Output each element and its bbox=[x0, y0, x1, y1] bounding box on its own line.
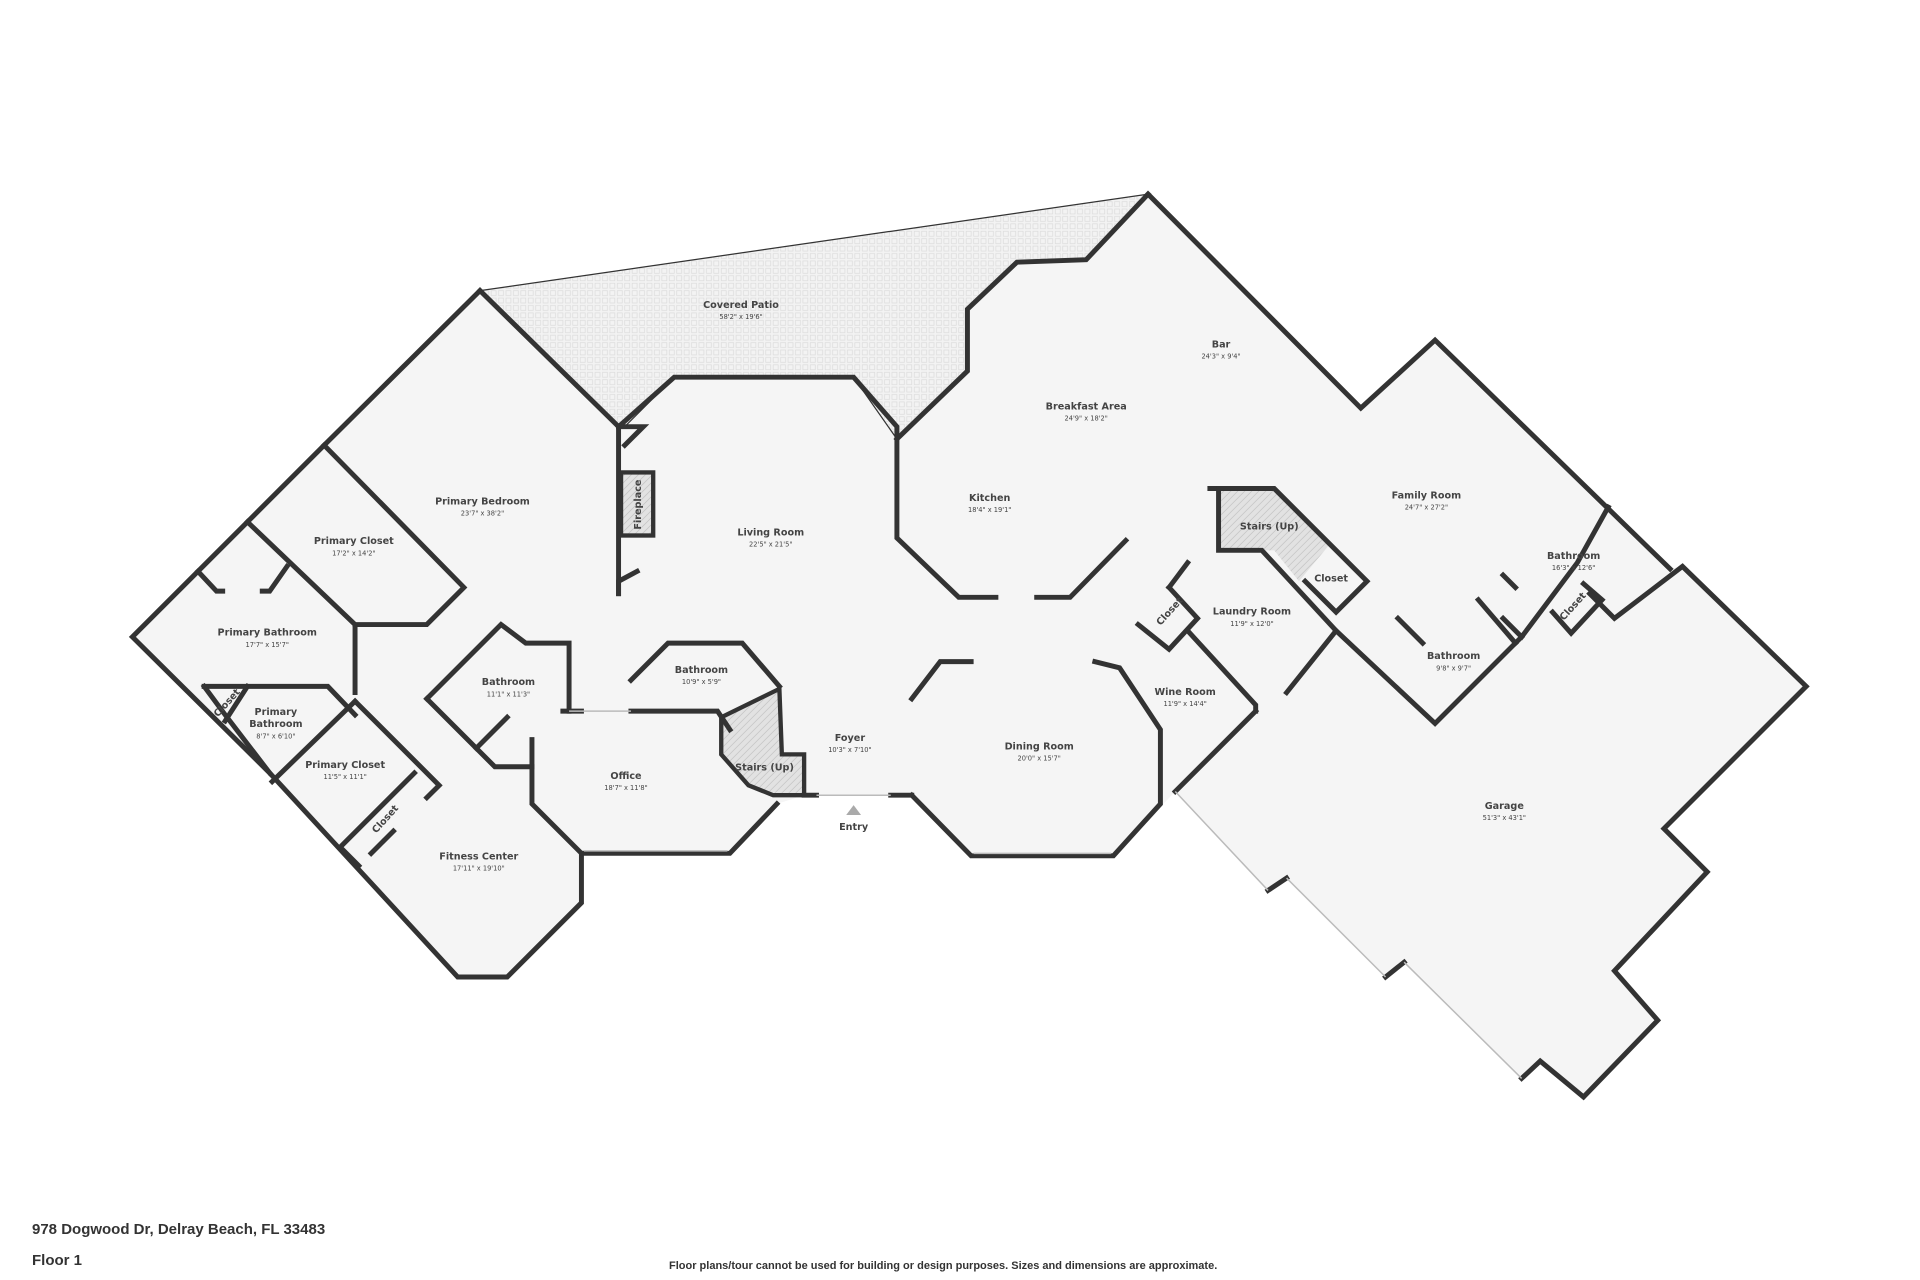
svg-text:Primary Bathroom: Primary Bathroom bbox=[218, 628, 317, 639]
room-living-room[interactable]: Living Room 22'5" x 21'5" bbox=[737, 527, 804, 548]
svg-text:Foyer: Foyer bbox=[835, 733, 866, 744]
svg-text:23'7" x 38'2": 23'7" x 38'2" bbox=[461, 510, 504, 518]
svg-text:Fitness Center: Fitness Center bbox=[439, 852, 518, 863]
svg-text:Bathroom: Bathroom bbox=[249, 719, 302, 730]
fireplace-label: Fireplace bbox=[633, 479, 644, 530]
svg-text:Bathroom: Bathroom bbox=[675, 665, 728, 676]
room-foyer[interactable]: Foyer 10'3" x 7'10" bbox=[828, 733, 871, 754]
svg-text:24'9" x 18'2": 24'9" x 18'2" bbox=[1064, 414, 1107, 422]
room-stairs-up-foyer[interactable]: Stairs (Up) bbox=[735, 762, 794, 773]
room-bathroom-east[interactable]: Bathroom 16'3" x 12'6" bbox=[1547, 551, 1600, 572]
svg-text:Family Room: Family Room bbox=[1392, 490, 1461, 501]
svg-text:17'11" x 19'10": 17'11" x 19'10" bbox=[453, 865, 505, 873]
svg-text:Laundry Room: Laundry Room bbox=[1213, 607, 1291, 618]
walls bbox=[128, 190, 1810, 1101]
svg-text:Kitchen: Kitchen bbox=[969, 493, 1010, 504]
svg-text:11'9" x 14'4": 11'9" x 14'4" bbox=[1163, 700, 1206, 708]
svg-text:Closet: Closet bbox=[1314, 573, 1348, 584]
svg-text:Bathroom: Bathroom bbox=[482, 677, 535, 688]
svg-text:Bathroom: Bathroom bbox=[1427, 651, 1480, 662]
room-primary-closet-small[interactable]: Primary Closet 11'5" x 11'1" bbox=[305, 760, 385, 781]
svg-text:9'8" x 9'7": 9'8" x 9'7" bbox=[1436, 664, 1471, 672]
svg-text:18'4" x 19'1": 18'4" x 19'1" bbox=[968, 506, 1011, 514]
windows bbox=[569, 710, 1523, 1079]
svg-text:10'9" x 5'9": 10'9" x 5'9" bbox=[682, 678, 721, 686]
svg-text:22'5" x 21'5": 22'5" x 21'5" bbox=[749, 541, 792, 549]
stairs-family bbox=[1218, 488, 1330, 582]
address: 978 Dogwood Dr, Delray Beach, FL 33483 bbox=[32, 1221, 326, 1238]
room-bathroom-garage[interactable]: Bathroom 9'8" x 9'7" bbox=[1427, 651, 1480, 672]
room-laundry-room[interactable]: Laundry Room 11'9" x 12'0" bbox=[1213, 607, 1291, 628]
svg-text:Primary: Primary bbox=[255, 707, 298, 718]
svg-text:Covered Patio: Covered Patio bbox=[703, 300, 779, 311]
svg-text:58'2" x 19'6": 58'2" x 19'6" bbox=[719, 313, 762, 321]
svg-text:Primary Bedroom: Primary Bedroom bbox=[435, 497, 530, 508]
svg-text:Primary Closet: Primary Closet bbox=[305, 760, 385, 771]
room-family-room[interactable]: Family Room 24'7" x 27'2" bbox=[1392, 490, 1461, 511]
room-breakfast-area[interactable]: Breakfast Area 24'9" x 18'2" bbox=[1046, 401, 1127, 422]
svg-text:24'7" x 27'2": 24'7" x 27'2" bbox=[1405, 504, 1448, 512]
room-bathroom-hall[interactable]: Bathroom 11'1" x 11'3" bbox=[482, 677, 535, 698]
entry-arrow-icon bbox=[846, 805, 862, 815]
svg-text:51'3" x 43'1": 51'3" x 43'1" bbox=[1483, 814, 1526, 822]
svg-text:Wine Room: Wine Room bbox=[1154, 687, 1215, 698]
room-garage[interactable]: Garage 51'3" x 43'1" bbox=[1483, 801, 1526, 822]
room-stairs-up-family[interactable]: Stairs (Up) bbox=[1240, 521, 1299, 532]
room-primary-closet[interactable]: Primary Closet 17'2" x 14'2" bbox=[314, 536, 394, 557]
svg-text:Garage: Garage bbox=[1485, 801, 1525, 812]
room-primary-bathroom[interactable]: Primary Bathroom 17'7" x 15'7" bbox=[218, 628, 317, 649]
svg-text:Bathroom: Bathroom bbox=[1547, 551, 1600, 562]
room-bathroom-foyer[interactable]: Bathroom 10'9" x 5'9" bbox=[675, 665, 728, 686]
svg-text:Stairs (Up): Stairs (Up) bbox=[735, 762, 794, 773]
room-bar[interactable]: Bar 24'3" x 9'4" bbox=[1201, 340, 1240, 361]
fireplace bbox=[618, 470, 656, 538]
svg-text:Office: Office bbox=[610, 771, 642, 782]
room-kitchen[interactable]: Kitchen 18'4" x 19'1" bbox=[968, 493, 1011, 514]
svg-text:Living Room: Living Room bbox=[737, 527, 804, 538]
floor-label: Floor 1 bbox=[32, 1252, 83, 1269]
svg-text:18'7" x 11'8": 18'7" x 11'8" bbox=[604, 784, 647, 792]
svg-text:Stairs (Up): Stairs (Up) bbox=[1240, 521, 1299, 532]
room-fitness-center[interactable]: Fitness Center 17'11" x 19'10" bbox=[439, 852, 518, 873]
room-wine-room[interactable]: Wine Room 11'9" x 14'4" bbox=[1154, 687, 1215, 708]
svg-text:11'1" x 11'3": 11'1" x 11'3" bbox=[487, 690, 530, 698]
svg-text:Bar: Bar bbox=[1212, 340, 1231, 351]
svg-text:Fireplace: Fireplace bbox=[633, 479, 644, 530]
svg-text:Primary Closet: Primary Closet bbox=[314, 536, 394, 547]
svg-text:Dining Room: Dining Room bbox=[1005, 741, 1074, 752]
svg-text:20'0" x 15'7": 20'0" x 15'7" bbox=[1017, 755, 1060, 763]
svg-text:8'7" x 6'10": 8'7" x 6'10" bbox=[256, 732, 295, 740]
svg-text:17'7" x 15'7": 17'7" x 15'7" bbox=[246, 641, 289, 649]
room-dining-room[interactable]: Dining Room 20'0" x 15'7" bbox=[1005, 741, 1074, 762]
svg-text:16'3" x 12'6": 16'3" x 12'6" bbox=[1552, 564, 1595, 572]
floor-fill bbox=[132, 194, 1807, 1097]
svg-text:10'3" x 7'10": 10'3" x 7'10" bbox=[828, 746, 871, 754]
room-covered-patio[interactable]: Covered Patio 58'2" x 19'6" bbox=[703, 300, 779, 321]
room-office[interactable]: Office 18'7" x 11'8" bbox=[604, 771, 647, 792]
svg-text:11'5" x 11'1": 11'5" x 11'1" bbox=[323, 773, 366, 781]
svg-text:11'9" x 12'0": 11'9" x 12'0" bbox=[1230, 620, 1273, 628]
entry-label[interactable]: Entry bbox=[839, 822, 869, 833]
svg-text:24'3" x 9'4": 24'3" x 9'4" bbox=[1201, 353, 1240, 361]
svg-text:Breakfast Area: Breakfast Area bbox=[1046, 401, 1127, 412]
room-closet-stairs[interactable]: Closet bbox=[1314, 573, 1348, 584]
disclaimer: Floor plans/tour cannot be used for buil… bbox=[669, 1260, 1218, 1272]
svg-text:17'2" x 14'2": 17'2" x 14'2" bbox=[332, 549, 375, 557]
room-primary-bedroom[interactable]: Primary Bedroom 23'7" x 38'2" bbox=[435, 497, 530, 518]
